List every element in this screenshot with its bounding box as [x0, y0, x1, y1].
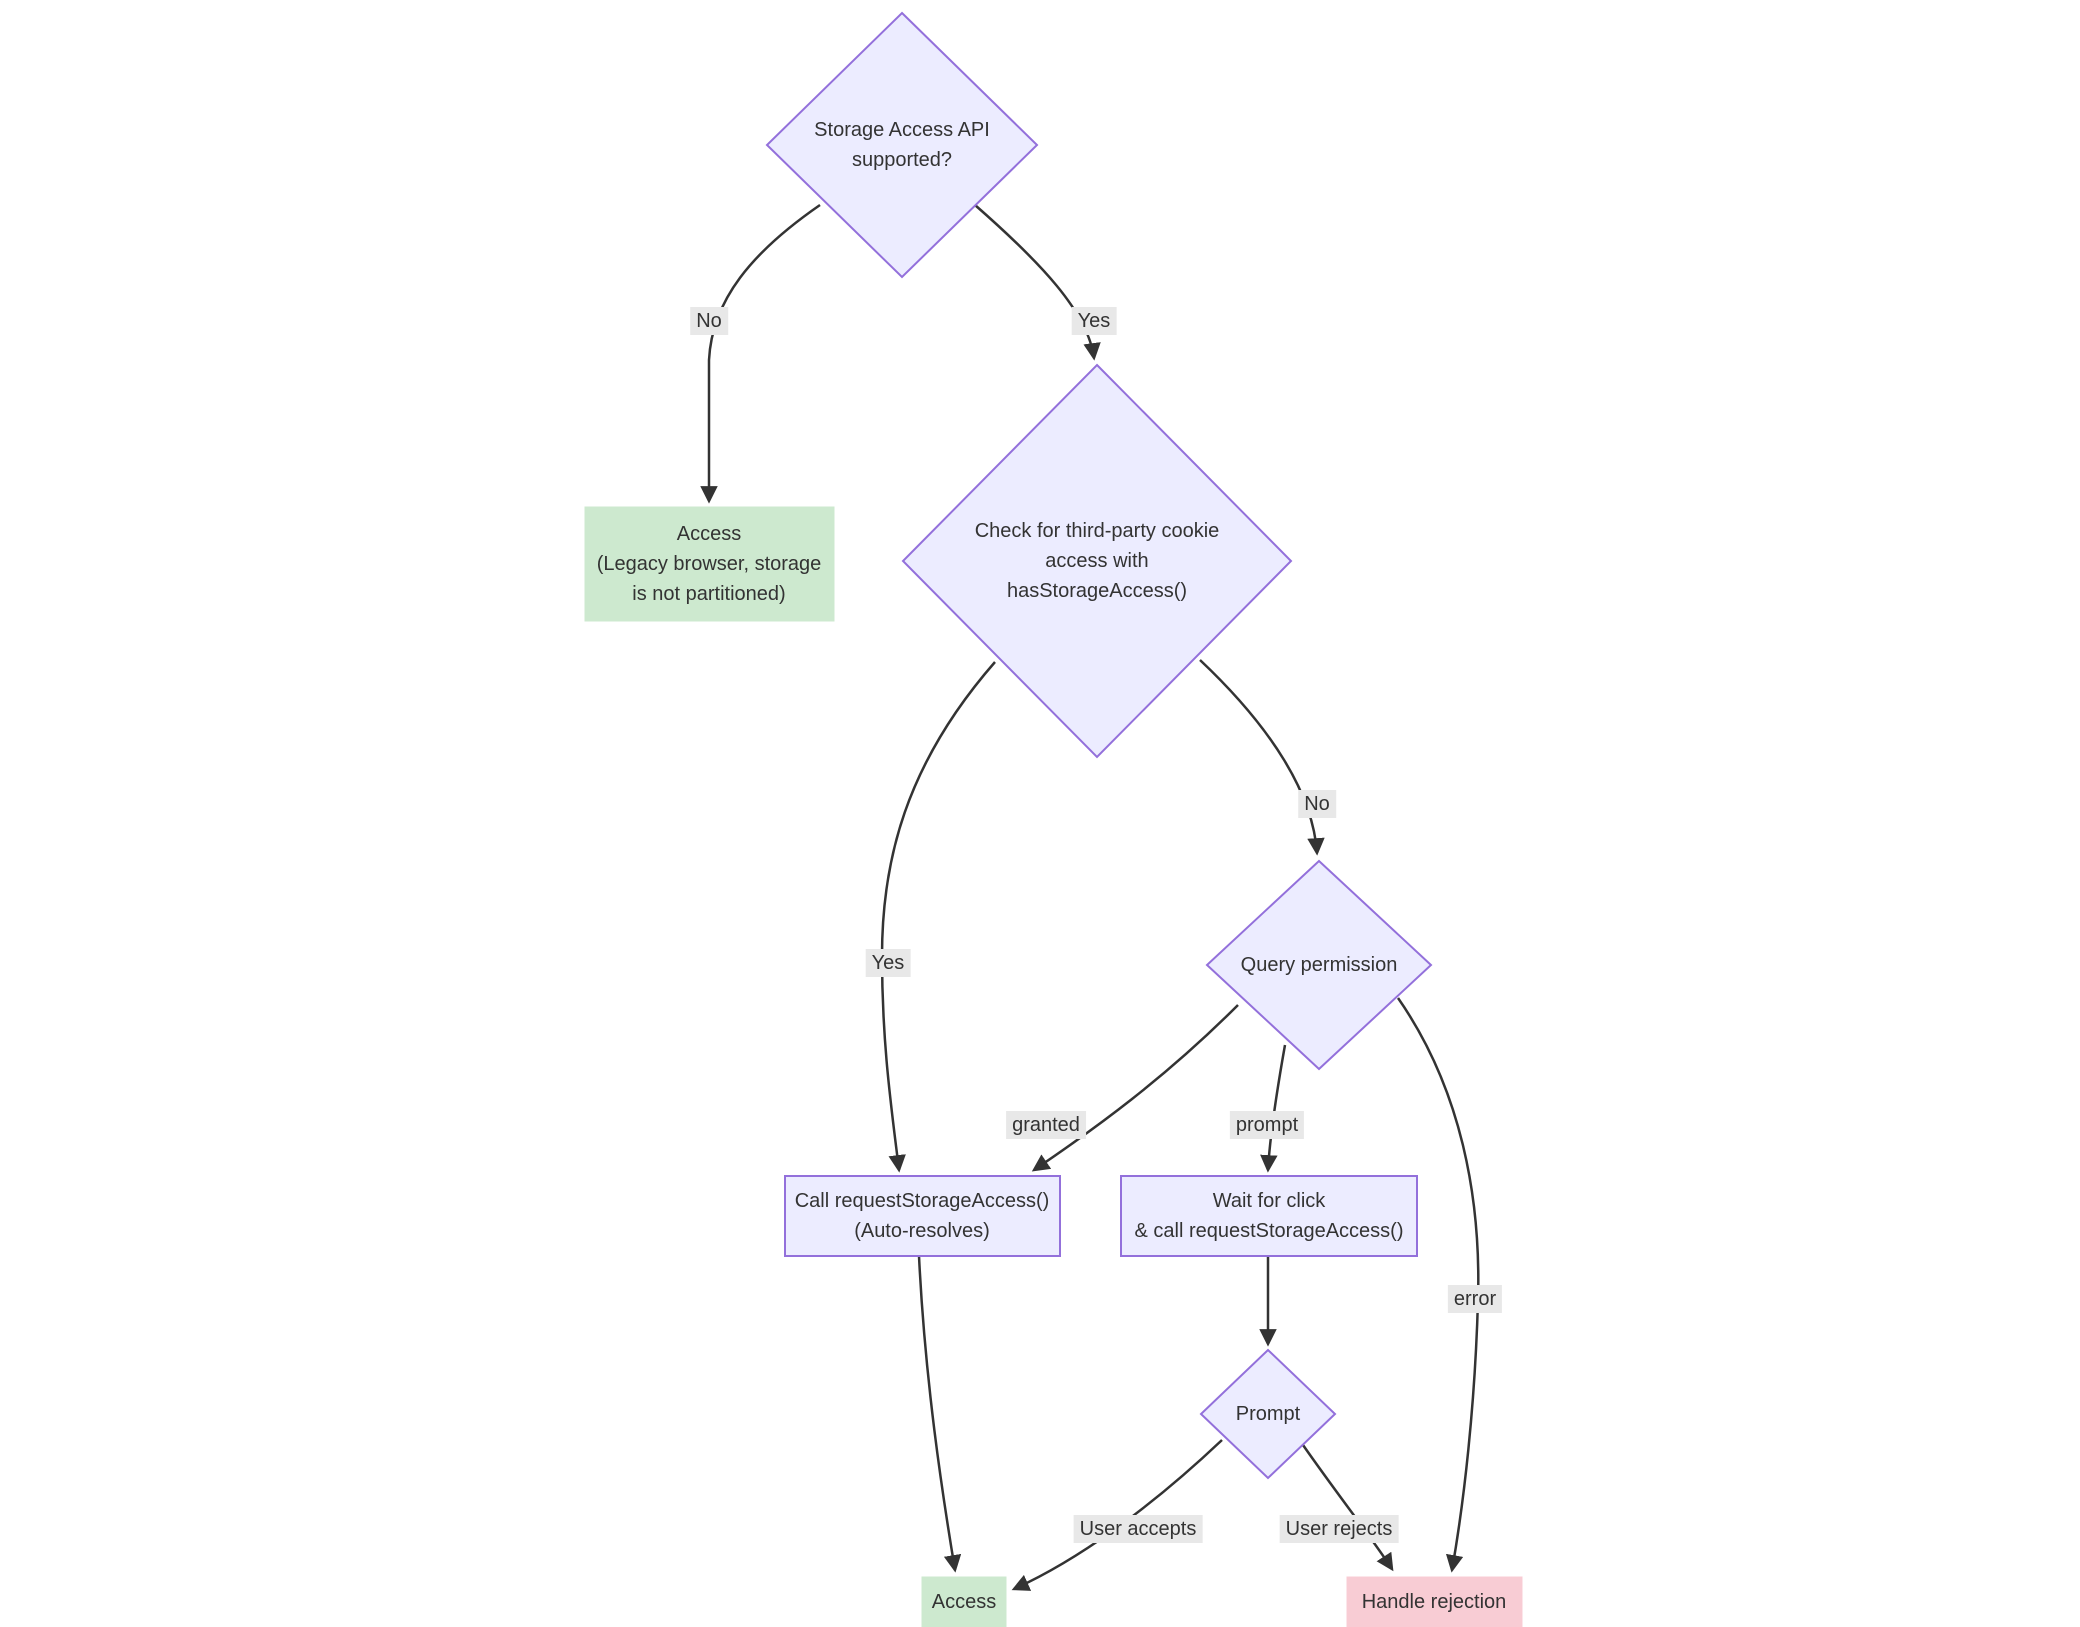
edge-label-granted: granted	[1006, 1111, 1086, 1139]
edge-label-no-2: No	[1298, 790, 1336, 818]
node-shape-legacy-access	[584, 506, 835, 622]
node-label-prompt-decision: Prompt	[1235, 1403, 1301, 1425]
node-label-legacy-access: Access (Legacy browser, storage is not p…	[596, 523, 822, 605]
edge-label-user-accepts: User accepts	[1073, 1515, 1203, 1543]
node-label-wait-for-click: Wait for click & call requestStorageAcce…	[1134, 1190, 1404, 1242]
node-shape-call-rsa	[784, 1175, 1061, 1257]
node-shape-access	[921, 1576, 1007, 1627]
edge-label-yes-1: Yes	[1071, 307, 1117, 335]
node-shape-api-supported	[765, 11, 1039, 279]
edge-query-error-to-handle-rejection	[1396, 997, 1480, 1573]
edge-query-prompt-to-wait	[1260, 1044, 1287, 1173]
node-shape-query-permission	[1205, 859, 1433, 1071]
node-label-check-hsa: Check for third-party cookie access with…	[974, 520, 1220, 602]
node-label-handle-rejection: Handle rejection	[1361, 1591, 1507, 1613]
edge-label-no-1: No	[690, 307, 728, 335]
edge-label-yes-2: Yes	[865, 949, 911, 977]
node-shape-check-hsa	[901, 363, 1293, 759]
edge-check-no-to-query-permission	[1199, 659, 1325, 856]
node-label-call-rsa: Call requestStorageAccess() (Auto-resolv…	[794, 1190, 1050, 1242]
node-label-api-supported: Storage Access API supported?	[814, 119, 990, 171]
edge-call-rsa-to-access	[917, 1255, 962, 1573]
edge-api-yes-to-check	[974, 204, 1101, 361]
edge-check-yes-to-call-rsa	[880, 661, 996, 1173]
edge-query-granted-to-call-rsa	[1031, 1004, 1239, 1172]
edge-label-error: error	[1447, 1285, 1503, 1313]
edge-prompt-rejects-to-handle-rejection	[1301, 1444, 1394, 1572]
node-label-query-permission: Query permission	[1240, 954, 1398, 976]
node-label-access: Access	[931, 1591, 997, 1613]
node-shape-handle-rejection	[1346, 1576, 1523, 1627]
node-shape-wait-for-click	[1120, 1175, 1418, 1257]
edge-label-user-rejects: User rejects	[1279, 1515, 1399, 1543]
edge-api-no-to-legacy-access	[700, 203, 821, 504]
node-shape-prompt-decision	[1199, 1348, 1337, 1480]
edge-label-prompt: prompt	[1229, 1111, 1305, 1139]
